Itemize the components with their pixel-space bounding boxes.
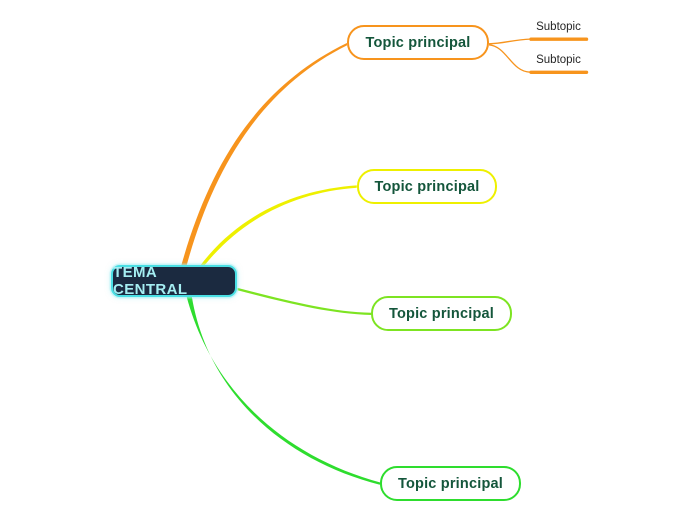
- main-topic-node-2[interactable]: Topic principal: [357, 169, 497, 204]
- branch-2-curve: [199, 185, 357, 268]
- main-topic-4-label: Topic principal: [397, 475, 504, 492]
- main-topic-3-label: Topic principal: [388, 305, 495, 322]
- branch-1-curve: [181, 43, 348, 267]
- central-topic-label: TEMA CENTRAL: [113, 264, 188, 298]
- main-topic-2-label: Topic principal: [374, 178, 480, 195]
- central-topic-node[interactable]: TEMA CENTRAL: [111, 264, 237, 298]
- branch-3-curve: [237, 287, 372, 315]
- branch-4-curve: [186, 296, 381, 485]
- main-topic-1-label: Topic principal: [365, 34, 471, 51]
- main-topic-node-3[interactable]: Topic principal: [371, 296, 512, 331]
- main-topic-node-4[interactable]: Topic principal: [380, 466, 521, 501]
- main-topic-node-1[interactable]: Topic principal: [347, 25, 489, 60]
- subtopic-node-1[interactable]: Subtopic: [536, 21, 581, 33]
- subtopic-2-connector: [488, 44, 531, 73]
- subtopic-node-2[interactable]: Subtopic: [536, 54, 581, 66]
- subtopic-1-connector: [488, 38, 531, 45]
